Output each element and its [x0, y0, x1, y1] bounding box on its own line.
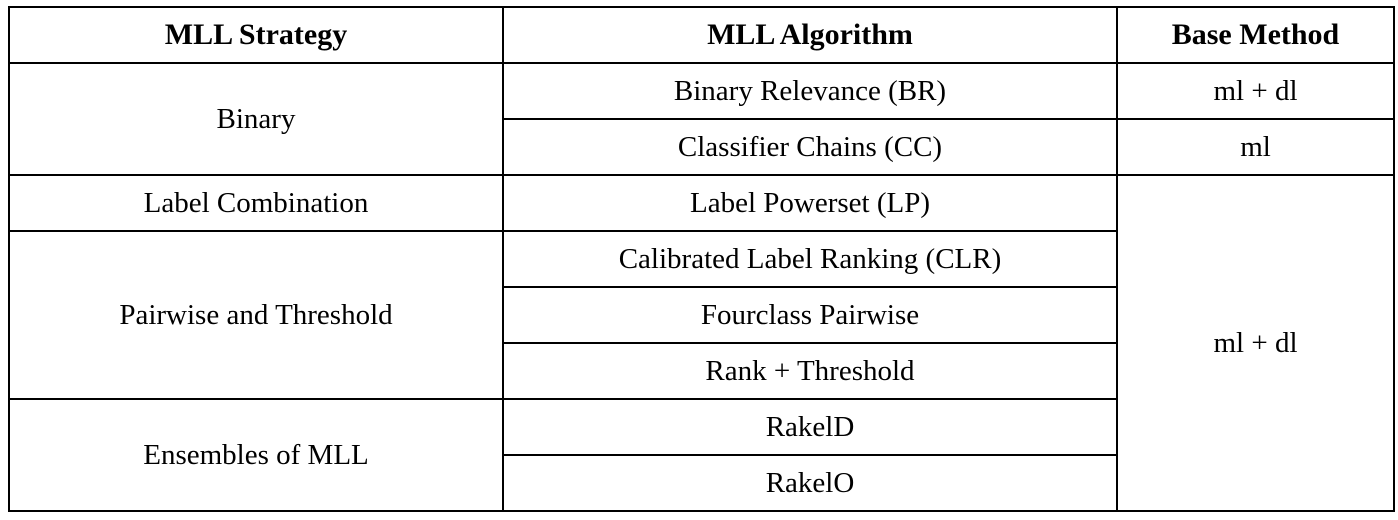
base-method-cell: ml + dl [1116, 174, 1395, 512]
header-mll-strategy: MLL Strategy [8, 6, 504, 64]
strategy-cell-pairwise: Pairwise and Threshold [8, 230, 504, 400]
table-row: Classifier Chains (CC) ml [9, 118, 1395, 176]
algorithm-cell: RakelO [502, 454, 1118, 512]
table-row: Fourclass Pairwise [9, 286, 1394, 344]
base-method-cell: ml + dl [1116, 62, 1395, 120]
table-row: Rank + Threshold [9, 342, 1394, 400]
header-base-method: Base Method [1116, 6, 1395, 64]
table-row: Ensembles of MLL RakelD [8, 398, 1394, 512]
table-row: RakelO [9, 454, 1394, 512]
table-row: Binary Binary Relevance (BR) ml + dl [8, 62, 1395, 176]
strategy-cell-label-combination: Label Combination [8, 174, 504, 232]
algorithm-cell: Classifier Chains (CC) [502, 118, 1118, 176]
algorithm-cell: Binary Relevance (BR) [502, 62, 1118, 120]
strategy-cell-ensembles: Ensembles of MLL [8, 398, 504, 512]
table-row: Label Combination Label Powerset (LP) ml… [8, 174, 1395, 512]
algorithm-cell: Label Powerset (LP) [502, 174, 1118, 232]
algorithm-cell: RakelD [502, 398, 1118, 456]
header-mll-algorithm: MLL Algorithm [502, 6, 1118, 64]
algorithm-cell: Calibrated Label Ranking (CLR) [502, 230, 1118, 288]
algorithm-cell: Rank + Threshold [502, 342, 1118, 400]
mll-table: MLL Strategy MLL Algorithm Base Method B… [8, 6, 1395, 512]
strategy-cell-binary: Binary [8, 62, 504, 176]
table-row: Pairwise and Threshold Calibrated Label … [8, 230, 1394, 400]
header-row: MLL Strategy MLL Algorithm Base Method [8, 6, 1395, 64]
base-method-cell: ml [1116, 118, 1395, 176]
algorithm-cell: Fourclass Pairwise [502, 286, 1118, 344]
